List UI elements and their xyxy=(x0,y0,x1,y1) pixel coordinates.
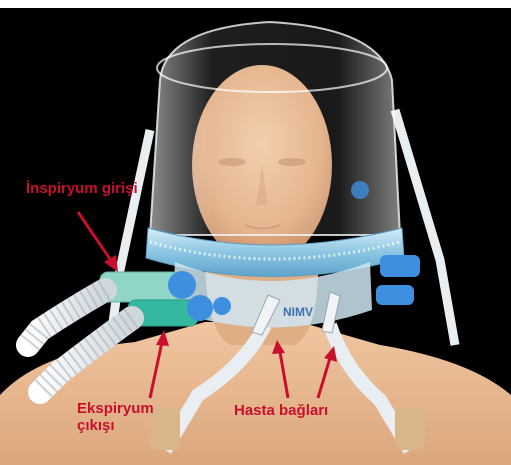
label-expiratory-outlet: Ekspiryum çıkışı xyxy=(77,400,154,434)
right-side-strap xyxy=(395,110,455,345)
collar-port xyxy=(213,297,231,315)
top-edge xyxy=(0,0,511,8)
collar-brand-text: NIMV xyxy=(283,305,313,319)
label-patient-straps: Hasta bağları xyxy=(234,402,328,419)
arrowhead-inspiratory xyxy=(104,255,118,272)
right-port-lower xyxy=(376,285,414,305)
right-strap-pad xyxy=(395,408,425,450)
expiratory-port-connector xyxy=(187,295,213,321)
label-expiratory-line1: Ekspiryum xyxy=(77,400,154,417)
left-strap-pad xyxy=(150,408,180,450)
right-upper-port xyxy=(351,181,369,199)
label-inspiratory-inlet: İnspiryum girişi xyxy=(26,180,138,197)
right-port-upper xyxy=(380,255,420,277)
arrow-inspiratory xyxy=(78,212,112,262)
inspiratory-port-connector xyxy=(168,271,196,299)
label-expiratory-line2: çıkışı xyxy=(77,417,154,434)
